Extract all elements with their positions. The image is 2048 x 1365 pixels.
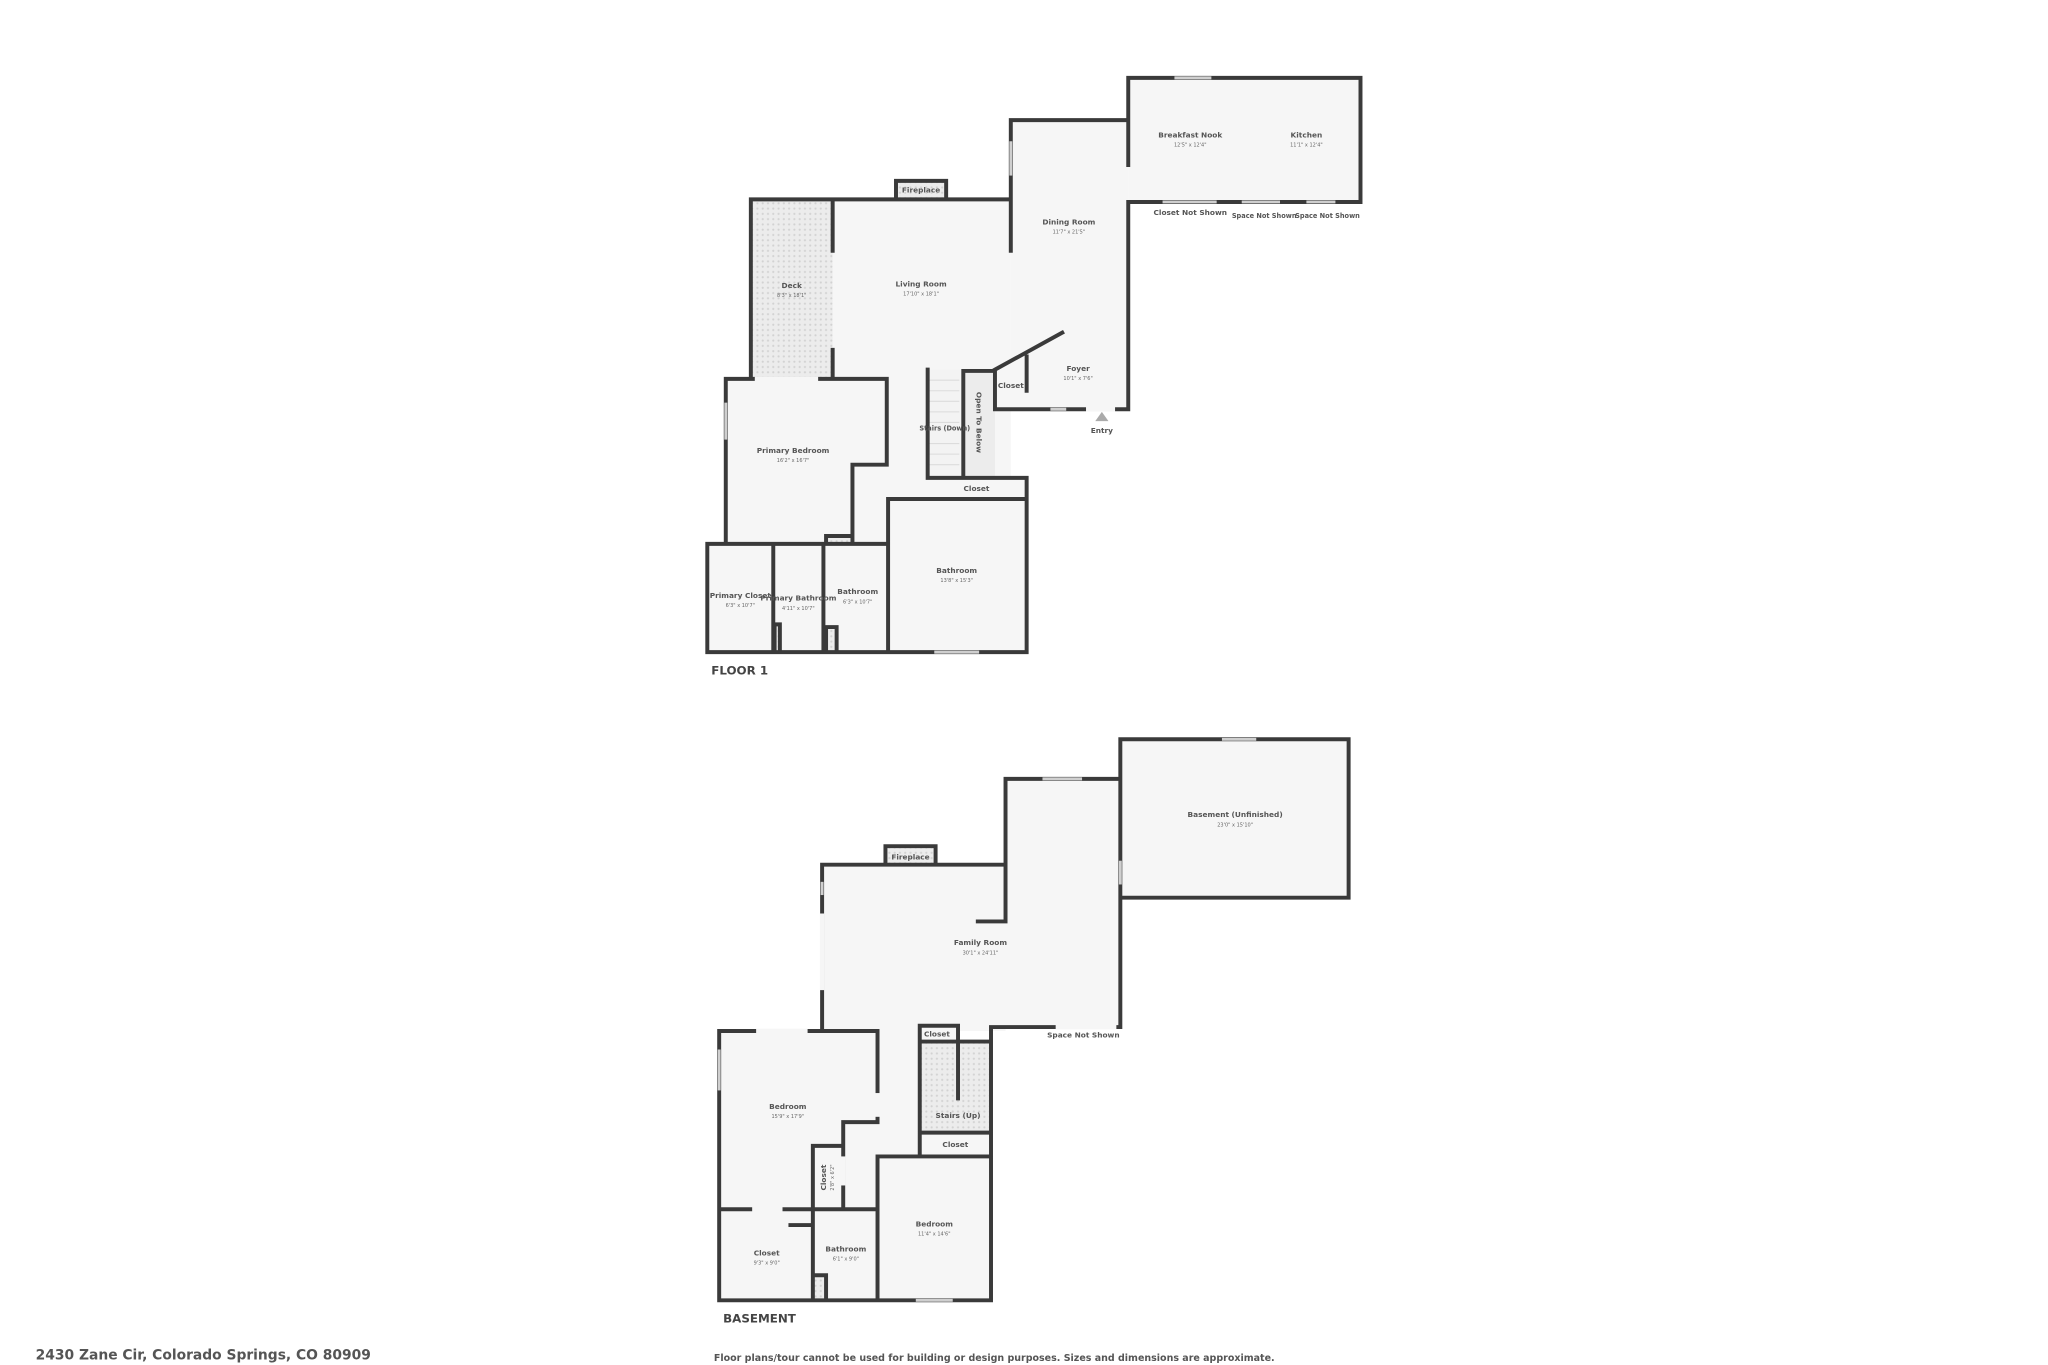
floor-1-title: FLOOR 1 (711, 664, 768, 678)
room-dims: 2'8" x 6'2" (830, 1164, 836, 1190)
room-label: Dining Room (1042, 217, 1095, 226)
room-dims: 23'0" x 15'10" (1217, 822, 1253, 828)
room-label: Primary Bedroom (757, 446, 830, 455)
room-dims: 8'3" x 18'1" (777, 293, 806, 299)
room-label: Bathroom (936, 566, 977, 575)
closet-label: Closet (924, 1029, 950, 1038)
room-dims: 10'1" x 7'6" (1063, 376, 1092, 382)
fireplace-label: Fireplace (902, 186, 940, 195)
room-dims: 4'11" x 10'7" (782, 606, 815, 612)
closet-label: Closet (942, 1140, 968, 1149)
fireplace (896, 180, 947, 200)
room-label: Bathroom (837, 587, 878, 596)
basement-title: BASEMENT (723, 1312, 797, 1326)
stairs-label: Stairs (Up) (936, 1111, 981, 1120)
property-address: 2430 Zane Cir, Colorado Springs, CO 8090… (36, 1348, 371, 1364)
closet-label: Closet (998, 381, 1024, 390)
floor-1-plan (705, 75, 1363, 655)
room-dims: 12'5" x 12'4" (1174, 143, 1207, 149)
room-label: Basement (Unfinished) (1188, 810, 1283, 819)
fireplace (885, 846, 936, 865)
entry-arrow-icon (1095, 411, 1109, 422)
room-label: Primary Closet (710, 591, 772, 600)
room-label: Closet (819, 1164, 828, 1190)
closet-label: Closet (964, 484, 990, 493)
space-not-shown-label: Space Not Shown (1295, 212, 1360, 220)
room-dims: 11'7" x 21'5" (1053, 230, 1086, 236)
room-label: Foyer (1066, 364, 1090, 373)
closet-not-shown-label: Closet Not Shown (1154, 208, 1228, 217)
room-dims: 9'3" x 9'0" (754, 1261, 780, 1267)
space-not-shown-label: Space Not Shown (1232, 212, 1297, 220)
stairs-label: Stairs (Down) (919, 424, 970, 432)
room-dims: 6'3" x 10'7" (843, 599, 872, 605)
room-label: Bathroom (825, 1244, 866, 1253)
room-dims: 30'1" x 24'11" (963, 950, 999, 956)
room-label: Deck (782, 281, 803, 290)
entry-label: Entry (1091, 426, 1113, 435)
room-label: Bedroom (769, 1102, 807, 1111)
room-label: Breakfast Nook (1158, 130, 1223, 139)
deck-area (750, 199, 833, 379)
open-to-below-label: Open To Below (974, 392, 983, 453)
disclaimer: Floor plans/tour cannot be used for buil… (714, 1353, 1275, 1364)
room-label: Primary Bathroom (760, 594, 836, 603)
basement-plan (717, 737, 1351, 1303)
room-dims: 16'2" x 16'7" (777, 458, 810, 464)
room-label: Closet (754, 1248, 780, 1257)
room-dims: 6'1" x 9'0" (833, 1257, 859, 1263)
room-label: Bedroom (916, 1219, 954, 1228)
room-dims: 17'10" x 18'1" (903, 292, 939, 298)
room-dims: 15'9" x 17'9" (772, 1114, 805, 1120)
stairs-area (919, 1041, 992, 1133)
room-label: Living Room (895, 279, 946, 288)
room-label: Kitchen (1291, 130, 1323, 139)
space-not-shown-label: Space Not Shown (1047, 1031, 1120, 1040)
room-dims: 6'3" x 10'7" (726, 603, 755, 609)
room-dims: 13'8" x 15'3" (940, 578, 973, 584)
room-label: Family Room (954, 938, 1007, 947)
room-dims: 11'4" x 14'6" (918, 1232, 951, 1238)
room-dims: 11'1" x 12'4" (1290, 143, 1323, 149)
fireplace-label: Fireplace (891, 852, 929, 861)
